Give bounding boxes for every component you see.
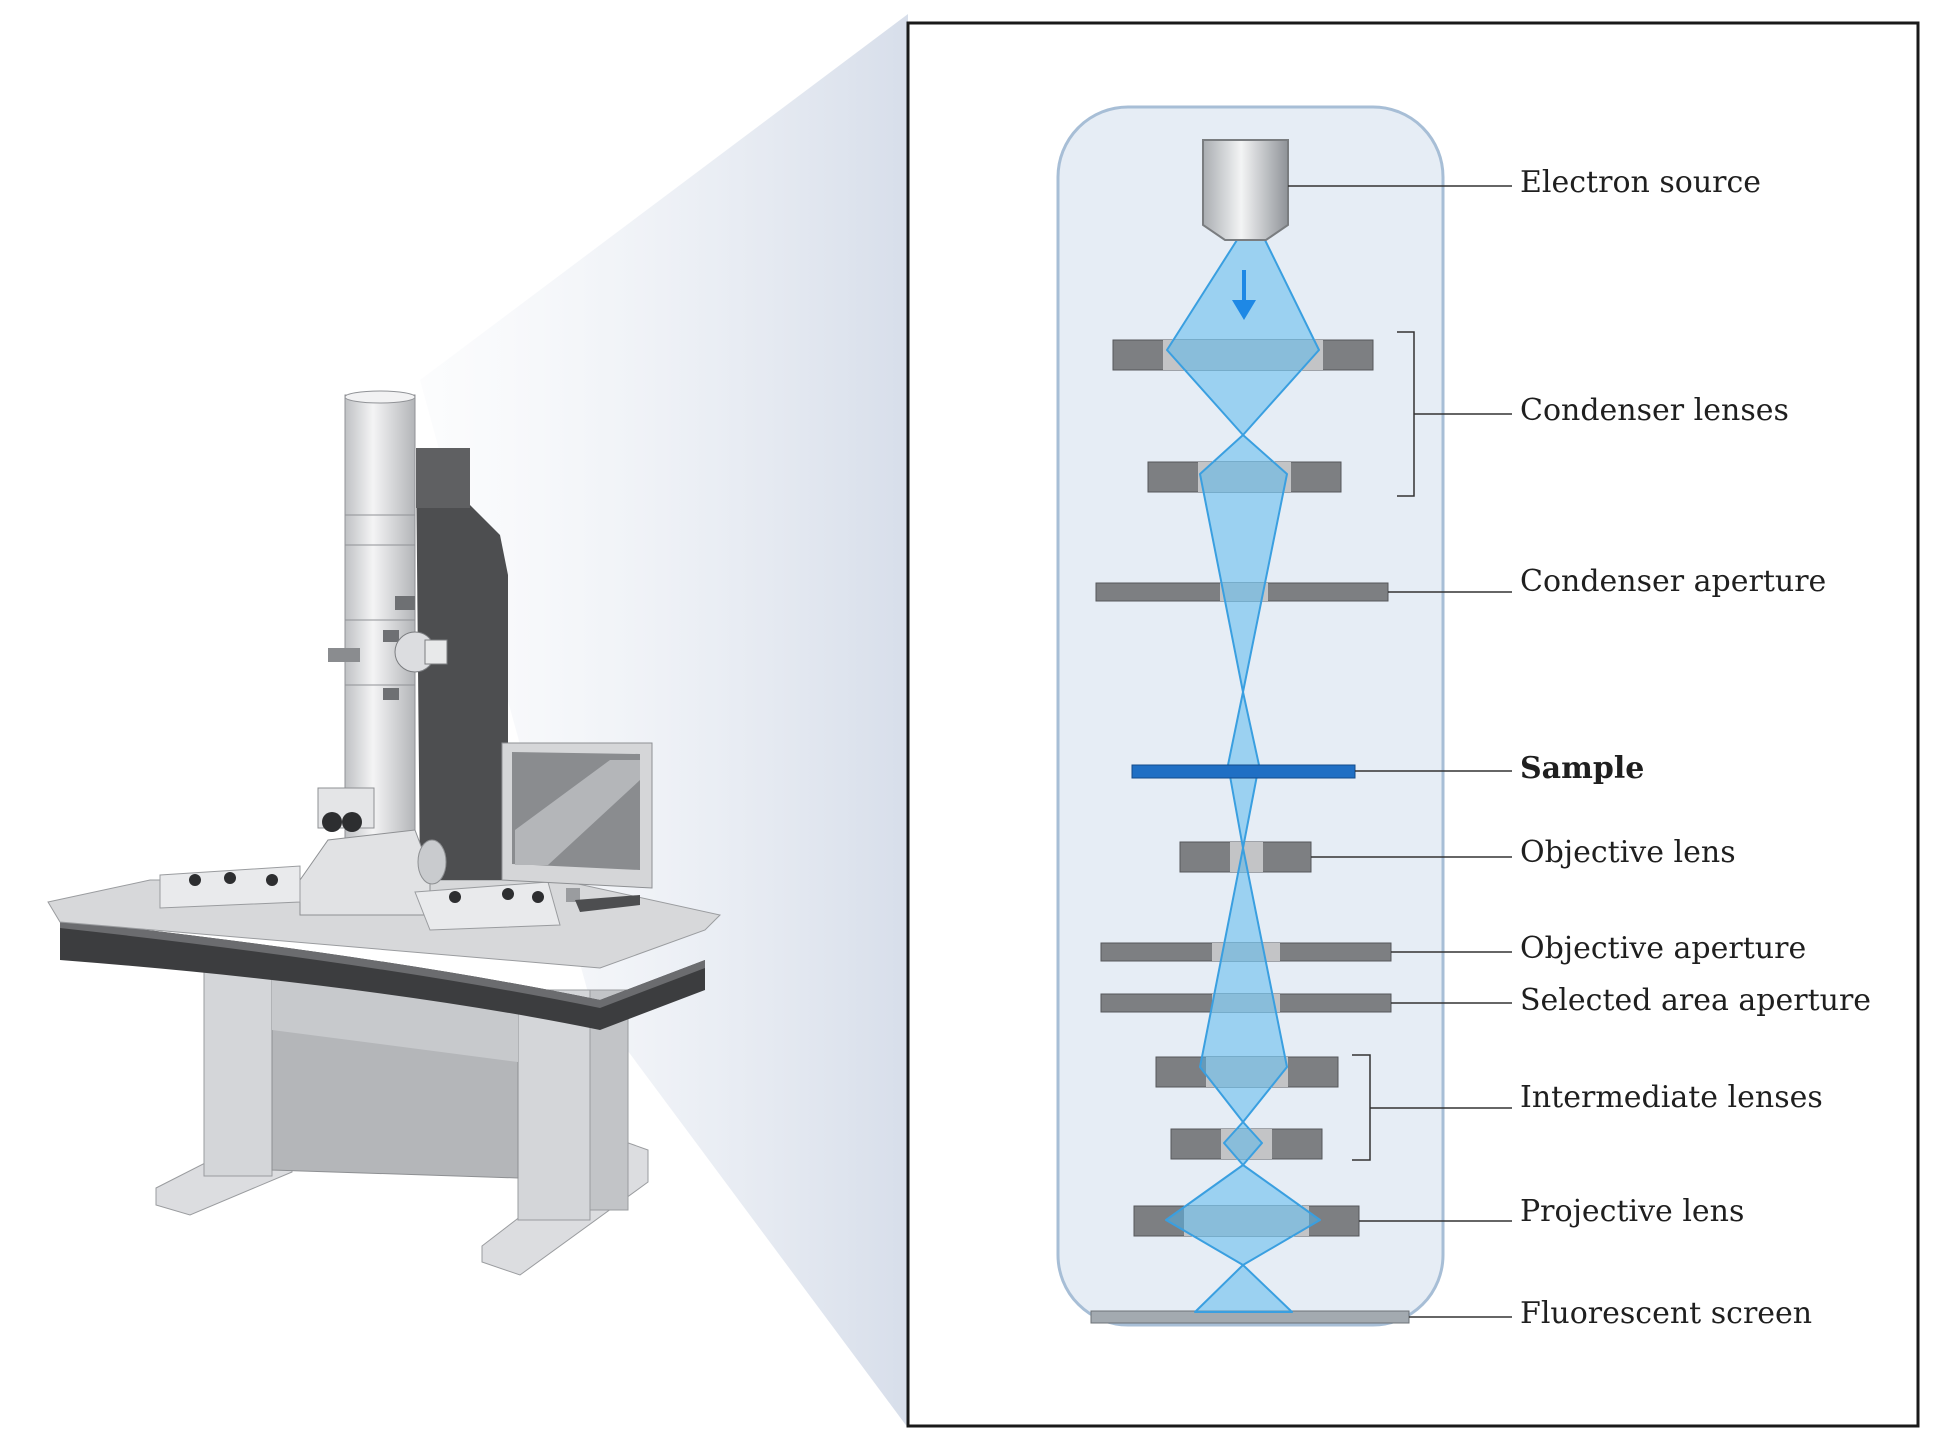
label-objective-aperture: Objective aperture bbox=[1520, 931, 1807, 966]
label-fluorescent-screen: Fluorescent screen bbox=[1520, 1296, 1813, 1331]
label-objective-lens: Objective lens bbox=[1520, 835, 1736, 870]
leader-lines bbox=[1288, 185, 1512, 1318]
label-projective-lens: Projective lens bbox=[1520, 1194, 1745, 1229]
electron-beam bbox=[1165, 239, 1321, 1313]
tem-column-envelope bbox=[1056, 105, 1445, 1327]
label-sample: Sample bbox=[1520, 751, 1645, 786]
zoom-projection bbox=[420, 14, 908, 1428]
label-intermediate-lenses: Intermediate lenses bbox=[1520, 1080, 1823, 1115]
label-selected-area-aperture: Selected area aperture bbox=[1520, 983, 1872, 1018]
microscope-illustration bbox=[47, 390, 722, 1276]
label-electron-source: Electron source bbox=[1520, 165, 1762, 200]
sample bbox=[1131, 764, 1356, 779]
electron-source bbox=[1202, 139, 1289, 241]
label-condenser-lenses: Condenser lenses bbox=[1520, 393, 1789, 428]
beam-direction-arrow bbox=[1232, 270, 1256, 320]
label-condenser-aperture: Condenser aperture bbox=[1520, 564, 1827, 599]
